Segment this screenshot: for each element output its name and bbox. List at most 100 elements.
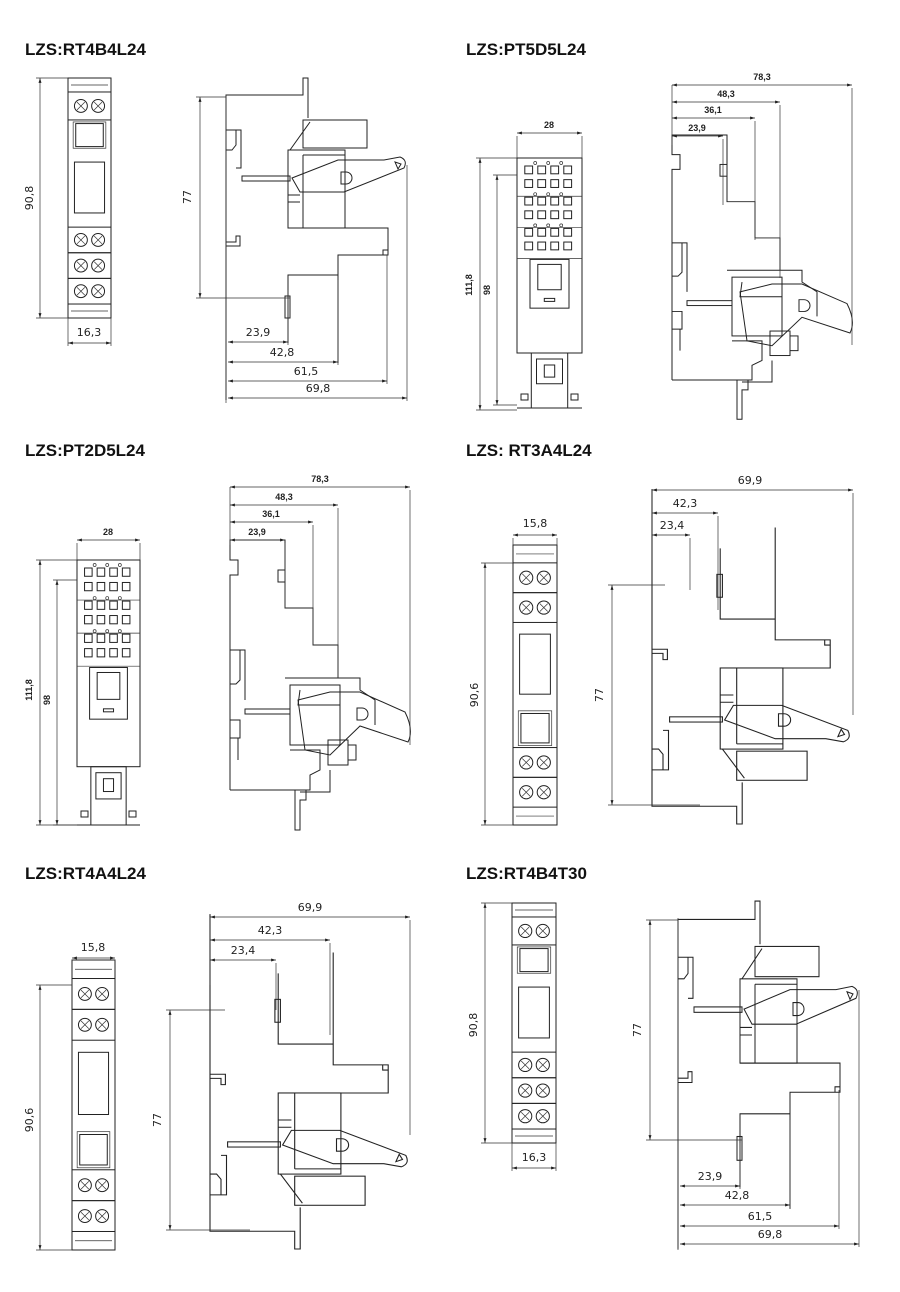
panel-title: LZS:RT4B4L24	[25, 40, 146, 59]
dimension-label: 77	[593, 688, 606, 702]
terminal-square	[121, 648, 131, 658]
terminal-square	[563, 196, 573, 206]
terminal-square	[537, 179, 547, 188]
panel-title: LZS:PT5D5L24	[466, 40, 587, 59]
screw-cross	[521, 573, 531, 582]
terminal-dot	[533, 161, 538, 165]
terminal-square	[96, 581, 106, 592]
terminal-block	[511, 916, 557, 946]
dimension-label: 111,8	[464, 274, 474, 296]
relay-window	[518, 986, 550, 1039]
terminal-dot	[117, 596, 122, 600]
relay-clip	[537, 263, 562, 291]
dimension-label: 90,6	[468, 683, 481, 708]
dimension-label: 42,3	[673, 497, 698, 510]
screw-icon	[77, 1178, 92, 1193]
front-view-outline	[511, 902, 557, 1144]
screw-cross	[538, 1111, 548, 1121]
screw-icon	[518, 923, 533, 939]
dimension-label: 42,8	[725, 1189, 750, 1202]
relay-body	[529, 258, 570, 309]
dimension-label: 69,9	[298, 901, 323, 914]
screw-cross	[520, 926, 530, 936]
terminal-square	[96, 600, 106, 610]
terminal-block	[512, 776, 558, 808]
screw-cross	[520, 1060, 530, 1070]
dimension-label: 36,1	[704, 105, 722, 115]
terminal-square	[563, 210, 573, 220]
screw-cross	[80, 989, 90, 999]
terminal-square	[96, 633, 106, 643]
dimension-label: 28	[103, 527, 113, 537]
terminal-square	[109, 648, 118, 658]
dimension-label: 16,3	[77, 326, 102, 339]
terminal-square	[121, 615, 131, 625]
terminal-dot	[546, 223, 551, 228]
terminal-square	[550, 165, 560, 175]
dimension-label: 23,4	[231, 944, 256, 957]
screw-cross	[538, 1060, 548, 1070]
terminal-dot	[105, 629, 110, 633]
screw-cross	[538, 1086, 548, 1095]
window	[75, 123, 104, 148]
screw-icon	[77, 1209, 92, 1224]
side-view-rt4a4l24	[209, 913, 408, 1250]
screw-cross	[520, 1111, 530, 1121]
dimension-label: 48,3	[275, 492, 293, 502]
front-view-outline	[71, 959, 116, 1251]
terminal-square	[537, 241, 547, 251]
dimension-label: 28	[544, 120, 554, 130]
screw-cross	[93, 101, 103, 111]
screw-cross	[521, 758, 531, 767]
terminal-block	[71, 1200, 116, 1232]
screw-cross	[539, 788, 549, 797]
terminal-block	[512, 592, 558, 623]
terminal-square	[550, 210, 560, 220]
terminal-dot	[92, 563, 97, 567]
screw-cross	[521, 788, 531, 797]
dimension-label: 23,9	[246, 326, 271, 339]
dimension-label: 36,1	[262, 509, 280, 519]
screw-icon	[519, 600, 534, 615]
terminal-square	[524, 227, 534, 237]
terminal-dot	[105, 563, 110, 567]
screw-icon	[519, 570, 534, 585]
front-view-outline	[512, 544, 558, 826]
terminal-square	[537, 196, 547, 206]
foot	[128, 810, 137, 818]
screw-cross	[80, 1020, 90, 1029]
screw-icon	[519, 755, 534, 770]
screw-icon	[536, 600, 551, 615]
dimension-label: 23,4	[660, 519, 685, 532]
terminal-square	[121, 633, 131, 643]
screw-icon	[95, 1209, 110, 1224]
dimension-label: 78,3	[311, 474, 329, 484]
terminal-square	[109, 567, 118, 577]
front-view-outline	[67, 77, 112, 319]
relay-window	[73, 161, 106, 214]
terminal-square	[524, 210, 534, 220]
terminal-block	[67, 277, 112, 305]
screw-icon	[535, 1083, 550, 1098]
terminal-square	[121, 600, 131, 610]
terminal-square	[84, 633, 93, 643]
screw-icon	[95, 1017, 110, 1032]
dimension-label: 23,9	[698, 1170, 723, 1183]
terminal-square	[109, 581, 118, 592]
screw-icon	[91, 232, 106, 247]
relay-slot	[102, 708, 115, 713]
terminal-square	[84, 648, 93, 658]
dimension-label: 42,3	[258, 924, 283, 937]
screw-icon	[535, 1109, 550, 1124]
terminal-square	[524, 179, 534, 188]
dimension-label: 61,5	[748, 1210, 773, 1223]
dimension-label: 48,3	[717, 89, 735, 99]
dimension-label: 16,3	[522, 1151, 547, 1164]
screw-icon	[73, 232, 88, 247]
terminal-square	[537, 227, 547, 237]
terminal-square	[550, 227, 560, 237]
terminal-square	[524, 196, 534, 206]
terminal-dot	[559, 192, 564, 197]
panel-title: LZS: RT3A4L24	[466, 441, 592, 460]
